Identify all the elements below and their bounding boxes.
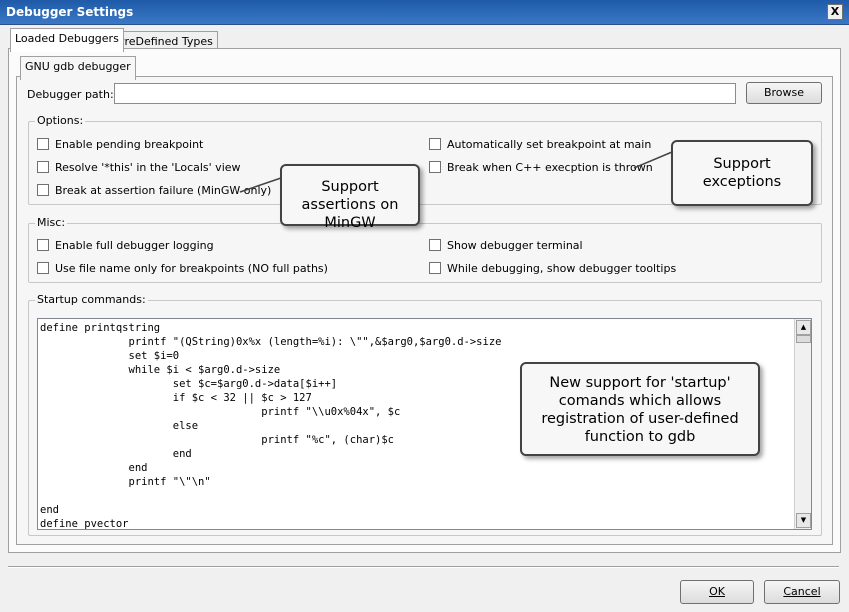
scroll-down-icon[interactable]: ▼ bbox=[796, 513, 811, 528]
debugger-path-label: Debugger path: bbox=[27, 88, 114, 101]
ok-button[interactable]: OK bbox=[680, 580, 754, 604]
window-title: Debugger Settings bbox=[6, 5, 134, 19]
checkbox-break-on-exception[interactable]: Break when C++ execption is thrown bbox=[429, 161, 653, 174]
callout-assertions: Support assertions on MinGW bbox=[280, 164, 420, 231]
separator bbox=[8, 566, 839, 568]
checkbox-auto-breakpoint-main[interactable]: Automatically set breakpoint at main bbox=[429, 138, 651, 151]
debugger-path-input[interactable] bbox=[114, 83, 736, 104]
misc-legend: Misc: bbox=[35, 216, 68, 229]
pointer-assertions bbox=[239, 177, 282, 193]
checkbox-full-debugger-logging[interactable]: Enable full debugger logging bbox=[37, 239, 214, 252]
checkbox-box[interactable] bbox=[37, 138, 49, 150]
checkbox-resolve-this[interactable]: Resolve '*this' in the 'Locals' view bbox=[37, 161, 241, 174]
checkbox-box[interactable] bbox=[429, 262, 441, 274]
options-group: Options: bbox=[28, 114, 822, 205]
scroll-thumb[interactable] bbox=[796, 335, 811, 343]
checkbox-box[interactable] bbox=[429, 138, 441, 150]
checkbox-box[interactable] bbox=[37, 161, 49, 173]
tab-loaded-debuggers[interactable]: Loaded Debuggers bbox=[10, 28, 124, 52]
startup-legend: Startup commands: bbox=[35, 293, 148, 306]
callout-exceptions: Support exceptions bbox=[671, 140, 813, 206]
scroll-up-icon[interactable]: ▲ bbox=[796, 320, 811, 335]
callout-startup: New support for 'startup' comands which … bbox=[520, 362, 760, 456]
checkbox-debugger-tooltips[interactable]: While debugging, show debugger tooltips bbox=[429, 262, 676, 275]
checkbox-box[interactable] bbox=[429, 239, 441, 251]
options-legend: Options: bbox=[35, 114, 86, 127]
checkbox-box[interactable] bbox=[429, 161, 441, 173]
editor-scrollbar[interactable]: ▲ ▼ bbox=[794, 319, 811, 529]
pointer-exceptions bbox=[633, 151, 673, 169]
checkbox-box[interactable] bbox=[37, 239, 49, 251]
checkbox-box[interactable] bbox=[37, 184, 49, 196]
startup-code[interactable]: define printqstring printf "(QString)0x%… bbox=[40, 322, 502, 530]
checkbox-break-at-assertion[interactable]: Break at assertion failure (MinGW only) bbox=[37, 184, 271, 197]
startup-group: Startup commands: bbox=[28, 293, 822, 536]
browse-button[interactable]: Browse bbox=[746, 82, 822, 104]
checkbox-show-debugger-terminal[interactable]: Show debugger terminal bbox=[429, 239, 583, 252]
close-icon[interactable]: X bbox=[827, 4, 843, 20]
checkbox-box[interactable] bbox=[37, 262, 49, 274]
cancel-button[interactable]: Cancel bbox=[764, 580, 840, 604]
tab-gnu-gdb-debugger[interactable]: GNU gdb debugger bbox=[20, 56, 136, 80]
checkbox-enable-pending-breakpoint[interactable]: Enable pending breakpoint bbox=[37, 138, 203, 151]
title-bar: Debugger Settings X bbox=[0, 0, 849, 25]
misc-group: Misc: bbox=[28, 216, 822, 283]
checkbox-file-name-only[interactable]: Use file name only for breakpoints (NO f… bbox=[37, 262, 328, 275]
tab-predefined-types[interactable]: PreDefined Types bbox=[113, 31, 218, 51]
